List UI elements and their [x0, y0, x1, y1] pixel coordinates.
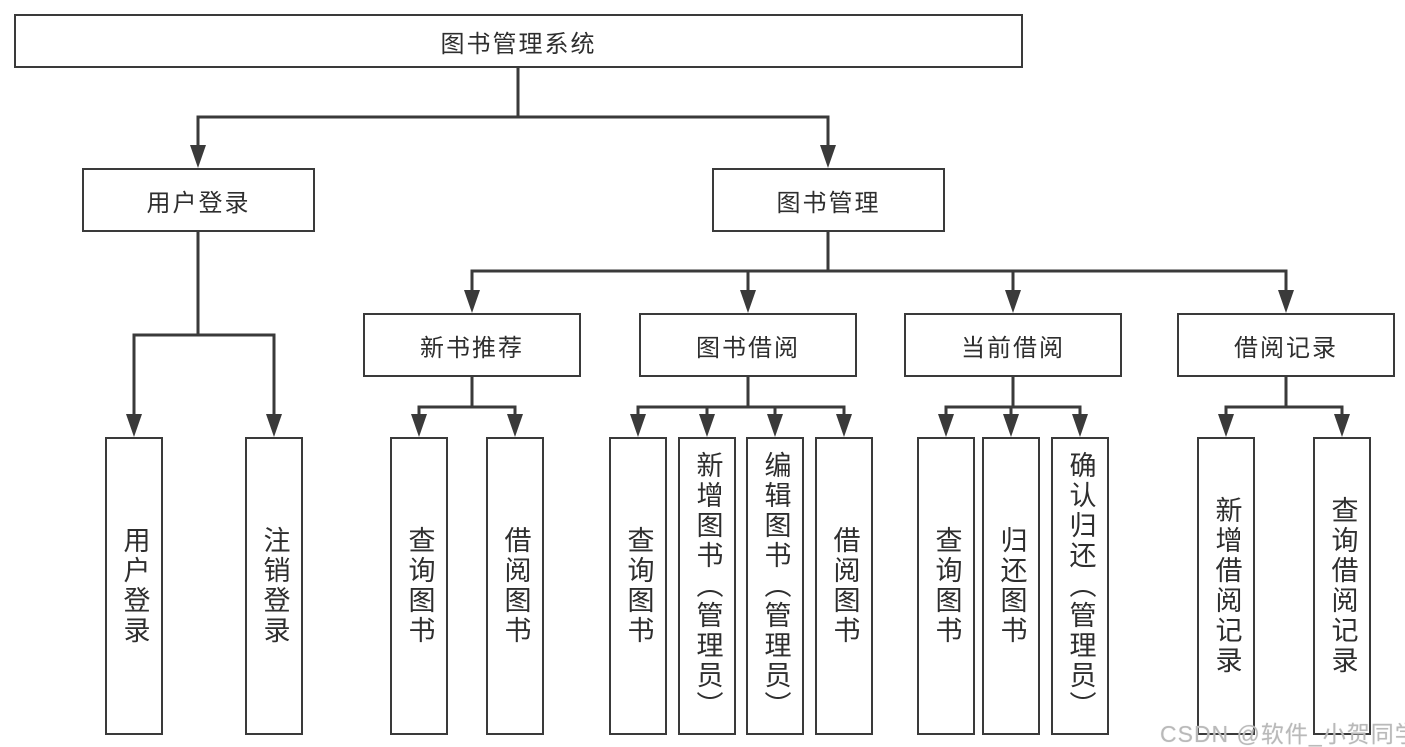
leaf-login-logout: 注销登录 [245, 437, 303, 735]
leaf-recommend-query-books-label: 查询图书 [404, 526, 435, 646]
node-user-login-label: 用户登录 [146, 189, 251, 217]
leaf-borrow-query-books: 查询图书 [609, 437, 667, 735]
leaf-current-return-books-label: 归还图书 [996, 526, 1027, 646]
leaf-records-query-borrow-record-label: 查询借阅记录 [1327, 496, 1358, 676]
leaf-borrow-edit-books-admin: 编辑图书（管理员） [746, 437, 804, 735]
leaf-login-logout-label: 注销登录 [259, 526, 290, 646]
leaf-current-query-books: 查询图书 [917, 437, 975, 735]
leaf-borrow-borrow-books: 借阅图书 [815, 437, 873, 735]
node-current-borrow: 当前借阅 [904, 313, 1122, 377]
leaf-borrow-edit-books-admin-label: 编辑图书（管理员） [760, 451, 791, 721]
node-root-system: 图书管理系统 [14, 14, 1023, 68]
arrowheads [126, 145, 1350, 437]
node-user-login: 用户登录 [82, 168, 315, 232]
leaf-login-user-login: 用户登录 [105, 437, 163, 735]
leaf-records-add-borrow-record: 新增借阅记录 [1197, 437, 1255, 735]
leaf-recommend-query-books: 查询图书 [390, 437, 448, 735]
leaf-current-return-books: 归还图书 [982, 437, 1040, 735]
leaf-login-user-login-label: 用户登录 [119, 526, 150, 646]
csdn-watermark: CSDN @软件_小贺同学 [1160, 721, 1405, 747]
node-borrow-records-label: 借阅记录 [1234, 334, 1338, 362]
leaf-current-query-books-label: 查询图书 [931, 526, 962, 646]
leaf-records-query-borrow-record: 查询借阅记录 [1313, 437, 1371, 735]
node-new-book-recommend: 新书推荐 [363, 313, 581, 377]
node-book-management-label: 图书管理 [776, 189, 881, 217]
leaf-borrow-query-books-label: 查询图书 [623, 526, 654, 646]
leaf-borrow-add-books-admin-label: 新增图书（管理员） [692, 451, 723, 721]
leaf-recommend-borrow-books: 借阅图书 [486, 437, 544, 735]
leaf-records-add-borrow-record-label: 新增借阅记录 [1211, 496, 1242, 676]
node-book-borrow: 图书借阅 [639, 313, 857, 377]
leaf-current-confirm-return-admin-label: 确认归还（管理员） [1065, 451, 1096, 721]
node-root-system-label: 图书管理系统 [440, 30, 597, 58]
node-book-borrow-label: 图书借阅 [696, 334, 800, 362]
leaf-current-confirm-return-admin: 确认归还（管理员） [1051, 437, 1109, 735]
node-borrow-records: 借阅记录 [1177, 313, 1395, 377]
node-current-borrow-label: 当前借阅 [961, 334, 1065, 362]
node-new-book-recommend-label: 新书推荐 [420, 334, 524, 362]
node-book-management: 图书管理 [712, 168, 945, 232]
leaf-recommend-borrow-books-label: 借阅图书 [500, 526, 531, 646]
leaf-borrow-borrow-books-label: 借阅图书 [829, 526, 860, 646]
leaf-borrow-add-books-admin: 新增图书（管理员） [678, 437, 736, 735]
